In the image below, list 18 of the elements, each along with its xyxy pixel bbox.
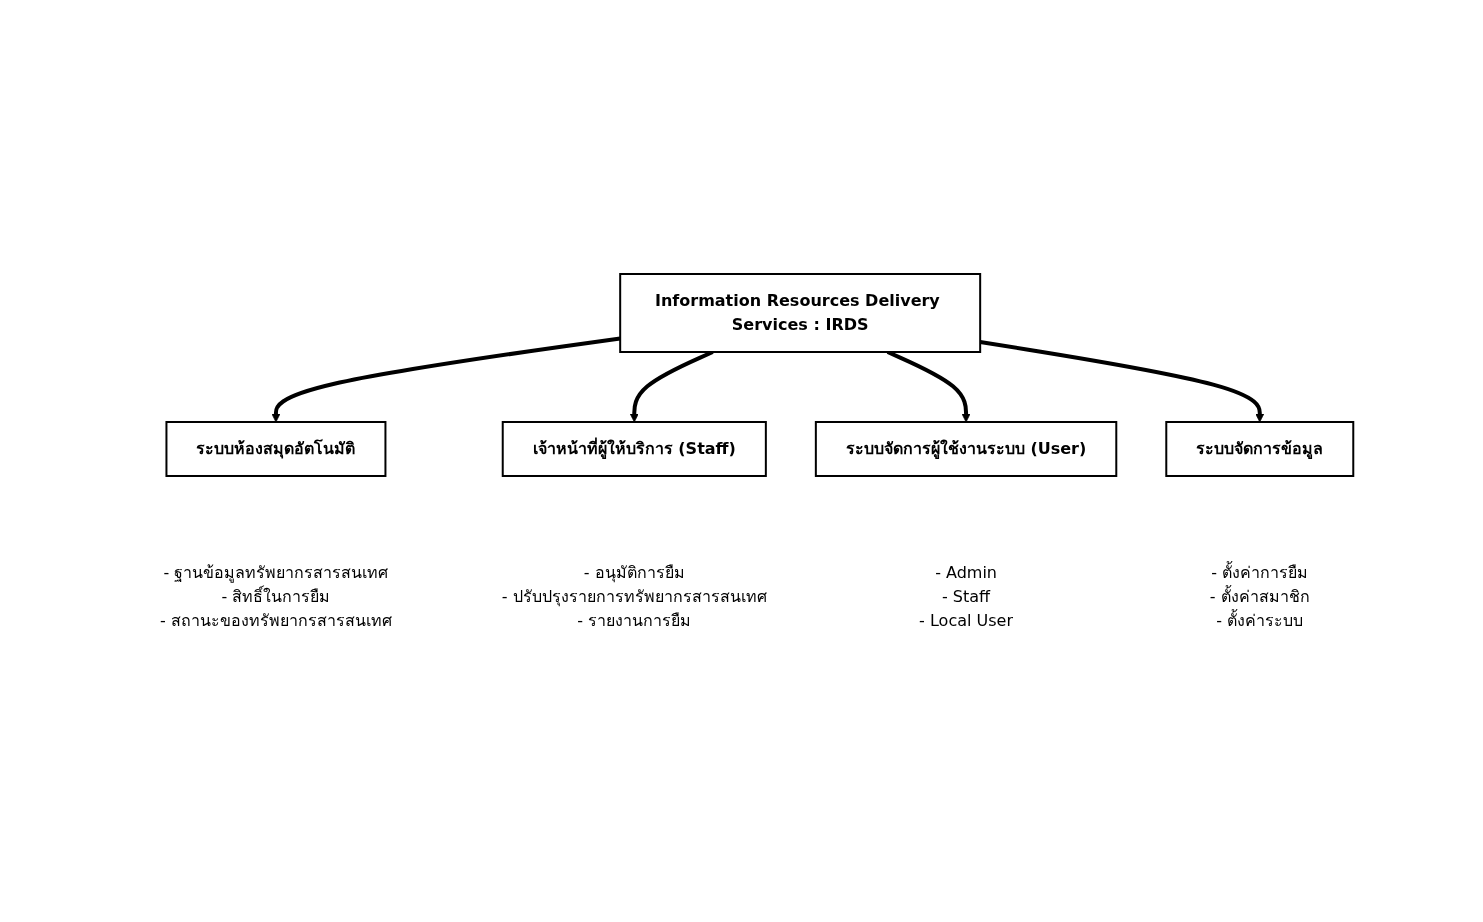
node-label: - Staff bbox=[941, 586, 990, 606]
node-label: - ฐานข้อมูลทรัพยากรสารสนเทศ bbox=[163, 562, 389, 582]
node-label: - Local User bbox=[918, 610, 1013, 630]
node-box: ระบบห้องสมุดอัตโนมัติ bbox=[165, 421, 387, 477]
node-label: - อนุมัติการยืม bbox=[583, 562, 685, 582]
arrow bbox=[271, 336, 621, 423]
node-label: - ปรับปรุงรายการทรัพยากรสารสนเทศ bbox=[501, 586, 767, 606]
node-label: - ตั้งค่าสมาชิก bbox=[1209, 586, 1310, 606]
node-label: - ตั้งค่าระบบ bbox=[1216, 610, 1304, 630]
node-label: - ตั้งค่าการยืม bbox=[1211, 562, 1309, 582]
node-label: - สถานะของทรัพยากรสารสนเทศ bbox=[159, 610, 392, 630]
node-label: - Admin bbox=[934, 562, 997, 582]
node-box: ระบบจัดการผู้ใช้งานระบบ (User) bbox=[814, 421, 1118, 477]
node-box: เจ้าหน้าที่ผู้ให้บริการ (Staff) bbox=[501, 421, 767, 477]
node-box: ระบบจัดการข้อมูล bbox=[1165, 421, 1355, 477]
node-label: - รายงานการยืม bbox=[577, 610, 692, 630]
node-box: Information Resources Delivery Services : IRDS bbox=[619, 273, 981, 353]
node-label: - สิทธิ์ในการยืม bbox=[221, 586, 331, 606]
